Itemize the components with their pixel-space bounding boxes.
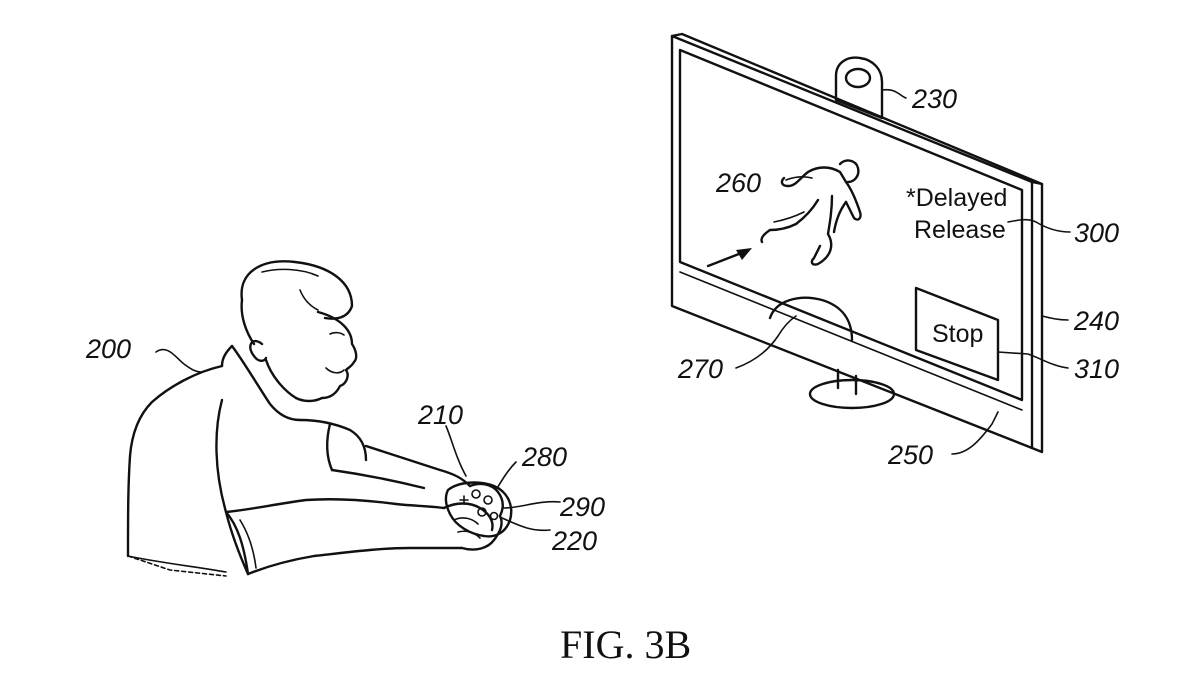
game-controller [444, 481, 513, 538]
running-character [760, 159, 862, 266]
ref-270: 270 [677, 354, 723, 384]
ref-220: 220 [551, 526, 597, 556]
delayed-release-notice-line1: *Delayed [906, 184, 1007, 212]
camera-sensor [834, 56, 884, 120]
figure-caption: FIG. 3B [560, 622, 691, 667]
user-figure [126, 260, 504, 577]
leader-lines [155, 88, 1071, 532]
ref-280: 280 [521, 442, 567, 472]
stop-button[interactable]: Stop [914, 286, 1000, 382]
ref-310: 310 [1074, 354, 1119, 384]
ref-230: 230 [911, 84, 957, 114]
ref-200: 200 [85, 334, 131, 364]
display-monitor [670, 32, 1044, 454]
ref-250: 250 [887, 440, 933, 470]
ref-290: 290 [559, 492, 605, 522]
delayed-release-notice-line2: Release [914, 216, 1006, 244]
motion-arrow-icon [706, 248, 752, 268]
ref-260: 260 [715, 168, 761, 198]
ball-on-screen [768, 296, 854, 342]
reference-numerals: 200 210 280 290 220 230 260 300 240 310 … [85, 84, 1119, 556]
ref-210: 210 [417, 400, 463, 430]
ref-240: 240 [1073, 306, 1119, 336]
display-stand [808, 368, 896, 410]
stop-button-label: Stop [932, 320, 983, 348]
ref-300: 300 [1074, 218, 1119, 248]
